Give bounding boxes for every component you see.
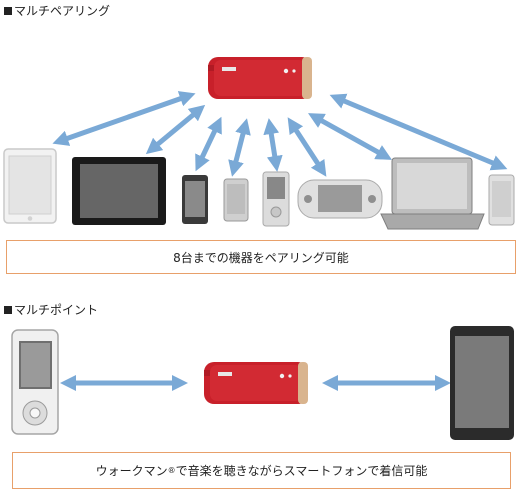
multi-pairing-title: マルチペアリング	[14, 4, 111, 18]
multi-point-caption-rest: で音楽を聴きながらスマートフォンで着信可能	[175, 464, 428, 478]
pairing-arrows	[52, 91, 508, 177]
multi-point-heading: マルチポイント	[4, 303, 98, 317]
bullet-square-icon-2	[4, 306, 12, 314]
multi-pairing-heading: マルチペアリング	[4, 4, 110, 18]
arrow-1	[52, 91, 196, 146]
arrow-5	[263, 118, 283, 172]
speaker-bottom	[204, 362, 308, 404]
arrow-2	[145, 104, 206, 155]
speaker-top	[208, 57, 312, 99]
arrow-6	[287, 117, 327, 177]
arrow-7	[308, 113, 392, 160]
arrow-4	[228, 118, 251, 177]
arrow-3	[195, 116, 222, 172]
smartphone-device	[182, 175, 208, 224]
smartphone-device-2	[223, 178, 249, 222]
multi-pairing-caption: 8台までの機器をペアリング可能	[6, 240, 516, 274]
registered-mark: ®	[167, 466, 176, 475]
walkman-device	[262, 171, 290, 227]
walkman-device-large	[11, 329, 59, 435]
laptop-device	[380, 157, 485, 230]
portable-game-console-device	[297, 179, 383, 219]
smartphone-white-device	[488, 174, 515, 226]
bullet-square-icon	[4, 7, 12, 15]
multi-pairing-caption-text: 8台までの機器をペアリング可能	[173, 250, 349, 265]
arrow-8	[329, 93, 508, 171]
multi-point-title: マルチポイント	[14, 303, 99, 317]
tablet-black-device	[72, 157, 166, 225]
multi-point-caption: ウォークマン®で音楽を聴きながらスマートフォンで着信可能	[12, 452, 511, 489]
smartphone-device-large	[450, 326, 514, 440]
multi-point-caption-main: ウォークマン	[95, 464, 168, 478]
tablet-white-device	[3, 148, 57, 224]
